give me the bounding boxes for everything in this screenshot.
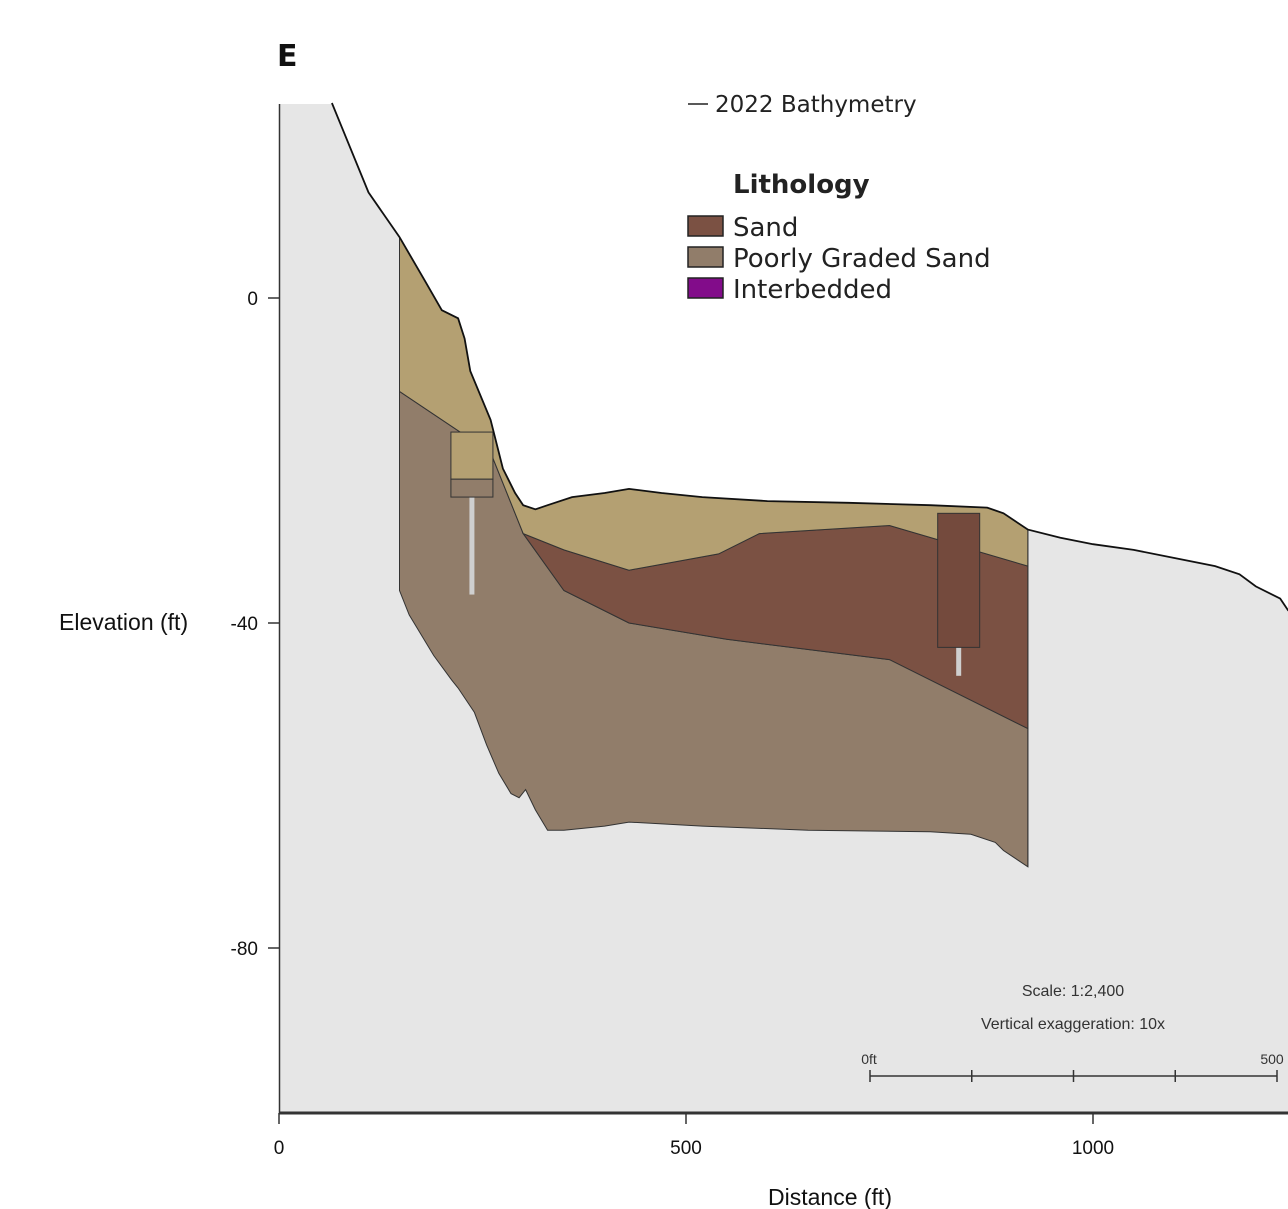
scale-ticks: [869, 1070, 1278, 1082]
water-area: [331, 103, 1288, 611]
boring-2-segment-1: [937, 512, 981, 648]
x-tick-label: 500: [670, 1138, 702, 1159]
legend-label-sand: Sand: [733, 213, 798, 243]
boring-2-stick: [956, 647, 962, 676]
y-tick-label: -40: [231, 614, 258, 635]
bathymetry-line-group: [331, 102, 1288, 612]
y-ticks: 0 -40 -80: [231, 289, 279, 960]
x-ticks: 0 500 1000: [274, 1113, 1114, 1159]
y-tick-label: 0: [247, 289, 258, 310]
y-tick-label: -80: [231, 939, 258, 960]
bathymetry-line: [331, 102, 1288, 612]
legend-title: Lithology: [733, 170, 870, 200]
legend-swatch-interbedded: [687, 277, 724, 299]
boring-1-stick: [469, 497, 475, 595]
x-axis-label: Distance (ft): [768, 1184, 892, 1209]
boring-1-segment-1: [450, 431, 494, 480]
scale-text: Scale: 1:2,400: [1022, 983, 1124, 1000]
legend-label-interbedded: Interbedded: [733, 275, 892, 305]
scale-end-label: 500: [1260, 1051, 1284, 1067]
vertical-exaggeration-text: Vertical exaggeration: 10x: [981, 1016, 1165, 1033]
legend-swatch-sand: [687, 215, 724, 237]
legend: 2022 Bathymetry Lithology Sand Poorly Gr…: [687, 92, 991, 305]
x-tick-label: 1000: [1072, 1138, 1114, 1159]
x-tick-label: 0: [274, 1138, 285, 1159]
boring-1-segment-2: [450, 478, 494, 498]
borings: [450, 431, 981, 676]
panel-label: E: [277, 39, 298, 74]
legend-label-poorly-graded-sand: Poorly Graded Sand: [733, 244, 991, 274]
scale-bar: Scale: 1:2,400 Vertical exaggeration: 10…: [861, 983, 1284, 1082]
bathymetry-legend-label: 2022 Bathymetry: [715, 92, 917, 118]
y-axis-label: Elevation (ft): [59, 609, 188, 635]
scale-start-label: 0ft: [861, 1051, 877, 1067]
legend-swatch-poorly-graded-sand: [687, 246, 724, 268]
